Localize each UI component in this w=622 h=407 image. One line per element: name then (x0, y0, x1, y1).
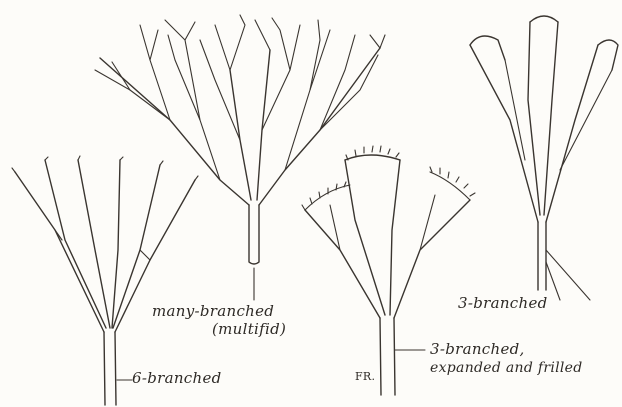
leader-three-branched (546, 250, 590, 300)
six-branched-specimen (12, 156, 198, 405)
label-many-branched: many-branched (152, 302, 274, 320)
label-multifid: (multifid) (212, 320, 286, 338)
many-branched-specimen (95, 15, 385, 264)
artist-signature: FR. (355, 370, 375, 383)
label-three-frilled-line2: expanded and frilled (430, 360, 583, 376)
label-three-frilled-line1: 3-branched, (430, 340, 525, 358)
label-three-branched: 3-branched (458, 294, 548, 312)
label-six-branched: 6-branched (132, 369, 222, 387)
three-branched-specimen (470, 16, 618, 290)
